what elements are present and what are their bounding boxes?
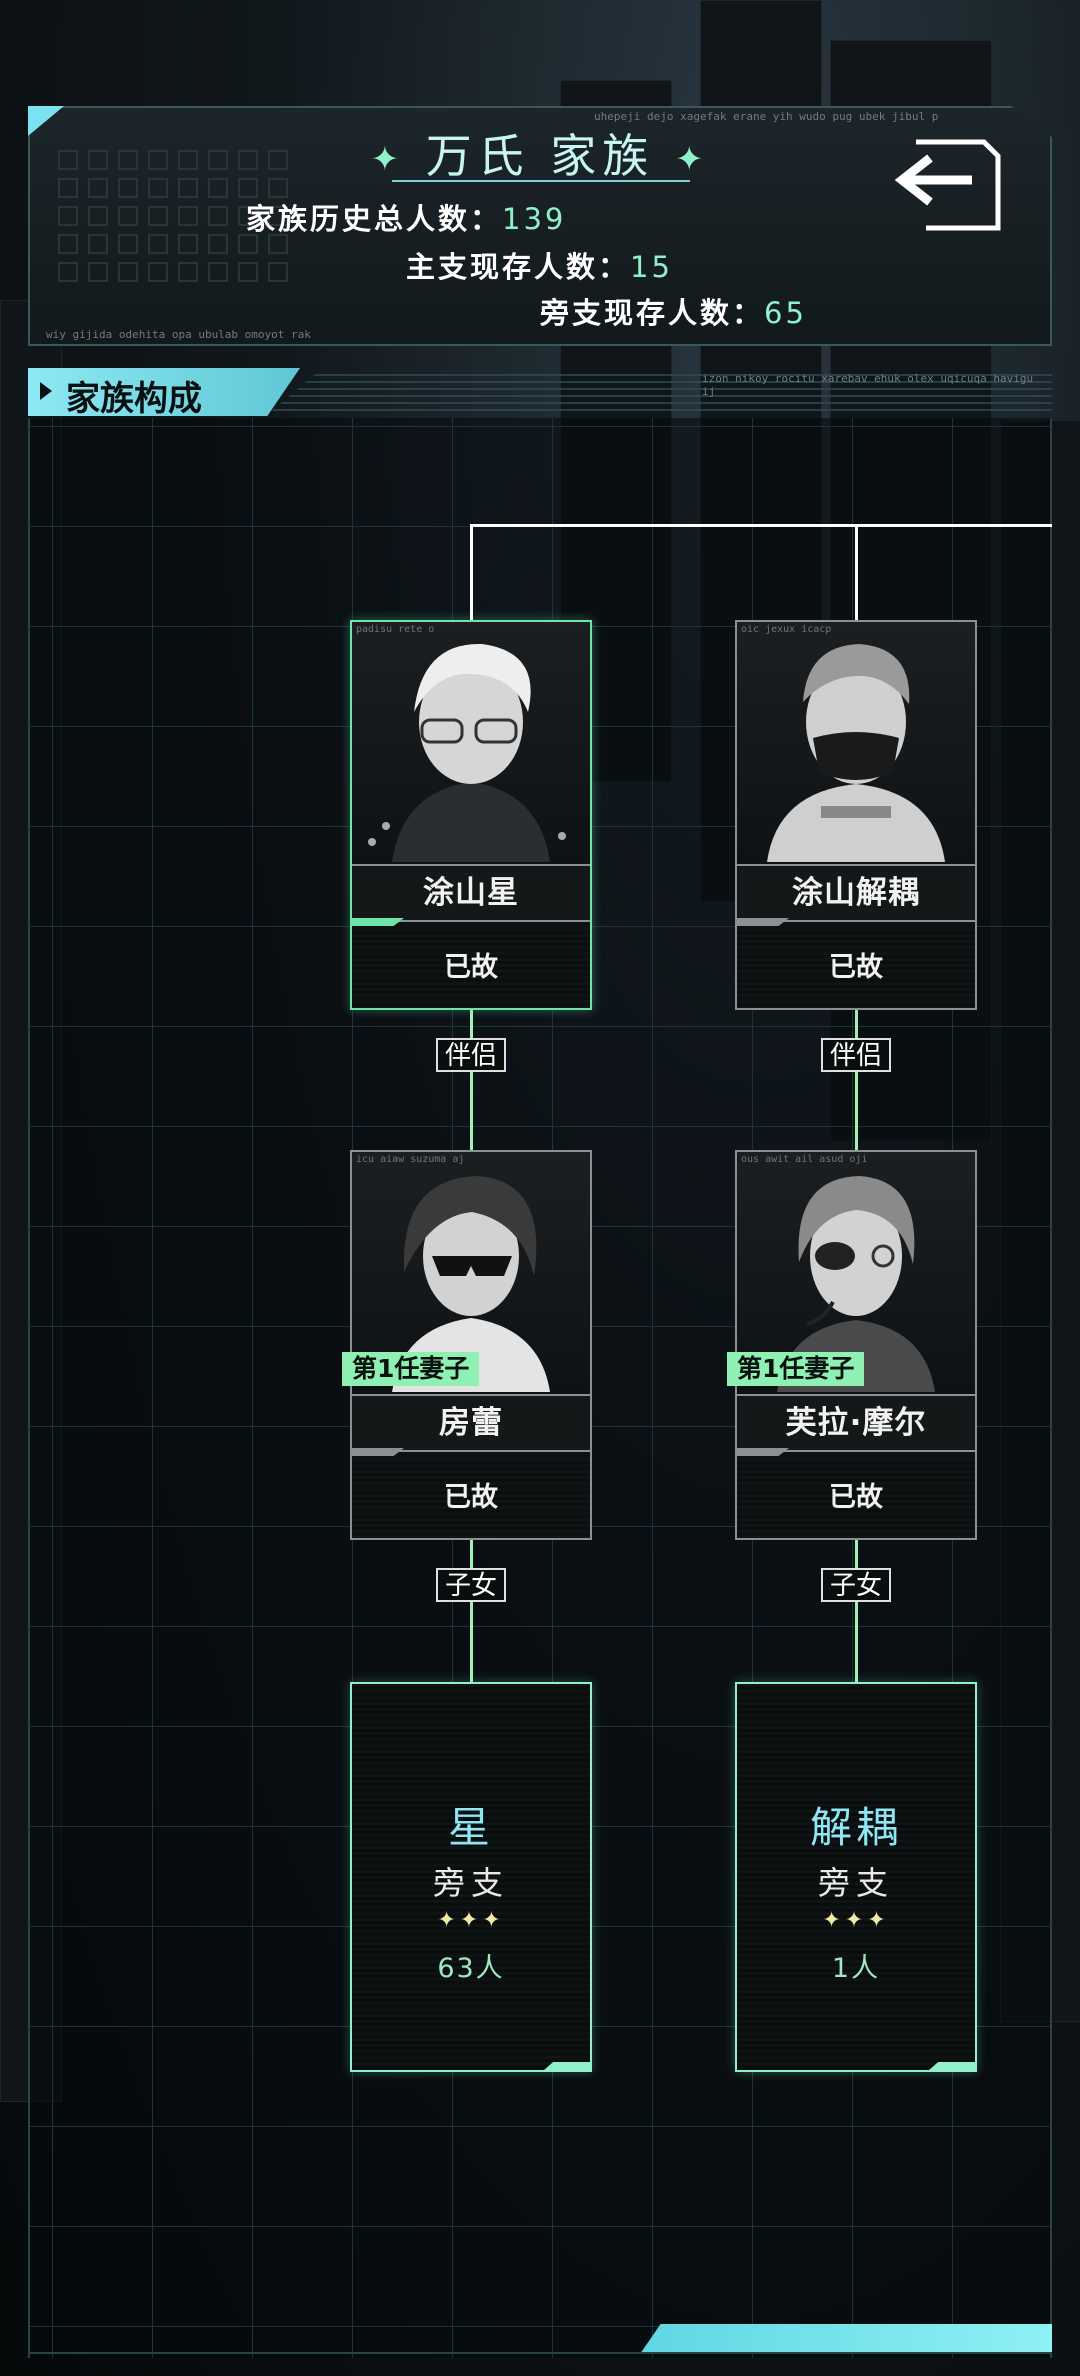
tree-connector <box>470 524 473 620</box>
section-stripes <box>268 374 1052 414</box>
children-label: 子女 <box>821 1568 891 1602</box>
branch-name: 星 <box>447 1803 494 1852</box>
tree-connector <box>855 524 858 620</box>
back-arrow-icon <box>894 139 1001 231</box>
stat-value: 139 <box>502 202 567 236</box>
partner-label: 伴侣 <box>821 1038 891 1072</box>
tree-connector <box>470 524 1052 527</box>
branch-type: 旁支 <box>817 1864 894 1902</box>
back-button[interactable] <box>886 128 1006 238</box>
stat-label: 主支现存人数： <box>406 250 631 284</box>
name-accent <box>737 918 789 926</box>
decorative-code-text: icu aiaw suzuma aj <box>356 1154 465 1165</box>
character-portrait: padisu rete o <box>352 622 590 862</box>
member-status: 已故 <box>352 928 590 1008</box>
stat-total: 家族历史总人数：139 <box>246 196 566 238</box>
spouse-order-badge: 第1任妻子 <box>342 1352 480 1386</box>
stat-main-branch: 主支现存人数：15 <box>406 244 673 286</box>
bottom-border <box>28 2352 1052 2354</box>
member-name: 涂山星 <box>352 864 590 922</box>
decorative-code-text: ous awit ail asud oji <box>741 1154 868 1165</box>
card-corner-accent <box>544 2062 590 2070</box>
section-tab <box>28 368 300 416</box>
member-card[interactable]: ous awit ail asud oji 第1任妻子 芙拉·摩尔 已故 <box>727 1150 977 1540</box>
section-title: 家族构成 <box>66 379 202 419</box>
family-title: ✦ 万氏 家族 ✦ <box>0 120 1080 186</box>
branch-name: 解耦 <box>809 1803 902 1852</box>
triangle-icon <box>40 382 52 400</box>
children-label: 子女 <box>436 1568 506 1602</box>
name-accent <box>352 1448 404 1456</box>
member-name: 涂山解耦 <box>737 864 975 922</box>
family-info-panel <box>28 106 1052 346</box>
member-card[interactable]: oic jexux icacp 涂山解耦 已故 <box>735 620 977 1010</box>
stat-side-branch: 旁支现存人数：65 <box>540 290 807 332</box>
stat-label: 家族历史总人数： <box>246 202 503 236</box>
star-icon: ✦ <box>674 139 710 180</box>
stat-value: 15 <box>630 250 673 284</box>
member-status: 已故 <box>352 1458 590 1538</box>
bottom-accent-bar <box>640 2324 1052 2354</box>
character-portrait: oic jexux icacp <box>737 622 975 862</box>
stat-label: 旁支现存人数： <box>540 296 765 330</box>
partner-label: 伴侣 <box>436 1038 506 1072</box>
member-status: 已故 <box>737 928 975 1008</box>
branch-member-count: 1人 <box>831 1953 881 1984</box>
member-name: 房蕾 <box>352 1394 590 1452</box>
name-accent <box>352 918 404 926</box>
star-icon: ✦ <box>370 139 406 180</box>
decorative-code-text: uhepeji dejo xagefak erane yih wudo pug … <box>594 110 939 123</box>
decorative-code-text: izon nikoy rocitu xarebav ehuk olex uqic… <box>702 372 1034 398</box>
partner-connector <box>855 1008 858 1150</box>
member-status: 已故 <box>737 1458 975 1538</box>
member-name: 芙拉·摩尔 <box>737 1394 975 1452</box>
family-name: 万氏 家族 <box>425 129 655 183</box>
decorative-code-text: padisu rete o <box>356 624 435 635</box>
spouse-order-badge: 第1任妻子 <box>727 1352 865 1386</box>
children-connector <box>855 1538 858 1682</box>
section-header: 家族构成 izon nikoy rocitu xarebav ehuk olex… <box>28 368 1052 419</box>
title-underline <box>392 180 690 182</box>
decorative-grid <box>58 150 290 282</box>
branch-card[interactable]: 星 旁支 ✦✦✦ 63人 <box>350 1682 592 2072</box>
branch-type: 旁支 <box>432 1864 509 1902</box>
branch-stars-icon: ✦✦✦ <box>437 1908 505 1933</box>
member-card[interactable]: icu aiaw suzuma aj 第1任妻子 房蕾 已故 <box>342 1150 592 1540</box>
name-accent <box>737 1448 789 1456</box>
children-connector <box>470 1538 473 1682</box>
card-corner-accent <box>929 2062 975 2070</box>
branch-member-count: 63人 <box>437 1953 505 1984</box>
branch-stars-icon: ✦✦✦ <box>822 1908 890 1933</box>
decorative-code-text: wiy gijida odehita opa ubulab omoyot rak <box>46 328 311 341</box>
decorative-code-text: oic jexux icacp <box>741 624 832 635</box>
branch-card[interactable]: 解耦 旁支 ✦✦✦ 1人 <box>735 1682 977 2072</box>
partner-connector <box>470 1008 473 1150</box>
member-card[interactable]: padisu rete o 涂山星 已故 <box>350 620 592 1010</box>
stat-value: 65 <box>764 296 807 330</box>
